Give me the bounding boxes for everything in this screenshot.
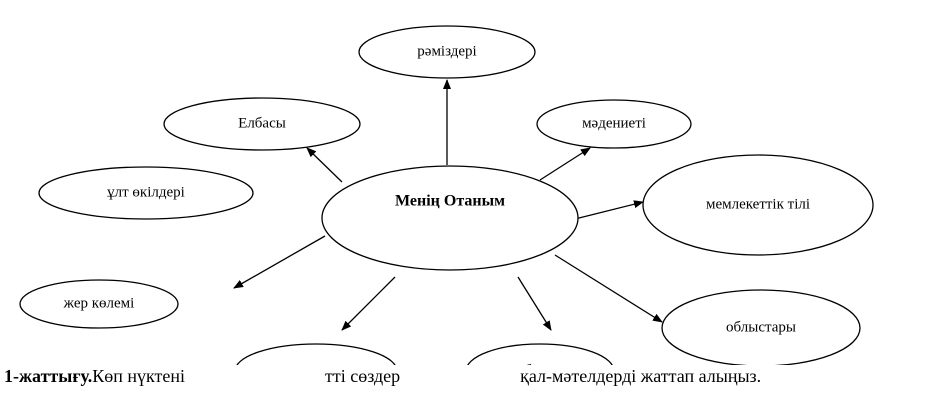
arrow-to-memlekettik-tili: [574, 200, 644, 220]
arrow-to-madenieti: [539, 147, 591, 181]
node-zher-kolemi: жер көлемі: [19, 279, 179, 329]
node-shekarasy: шекарасы: [236, 343, 396, 365]
arrow-to-shekarasy: [341, 276, 396, 331]
arrow-to-zher-kolemi: [233, 235, 326, 289]
node-ellipse-shekarasy: [236, 343, 396, 365]
exercise-number: 1-жаттығу.: [4, 366, 93, 386]
node-label-ramizderi: рәміздері: [417, 43, 476, 59]
exercise-caption: 1-жаттығу.Көп нүктені тті сөздер қал-мәтел…: [4, 366, 944, 387]
caption-text-part-3: қал-мәтелдерді жаттап алыңыз.: [520, 366, 762, 386]
node-ult-okilderi: ұлт өкілдері: [38, 166, 254, 220]
caption-text-part-2: тті сөздер: [324, 366, 401, 386]
node-label-oblystary: облыстары: [726, 319, 796, 335]
node-madenieti: мәдениеті: [536, 99, 692, 149]
node-ellipse-elbasy: [163, 97, 361, 151]
node-label-tabigaty: табиғаты: [511, 362, 569, 365]
node-label-madenieti: мәдениеті: [582, 115, 646, 131]
node-ellipse-ult-okilderi: [38, 166, 254, 220]
node-label-ult-okilderi: ұлт өкілдері: [107, 184, 185, 200]
node-label-zher-kolemi: жер көлемі: [63, 295, 135, 311]
arrow-to-tabigaty: [517, 276, 552, 331]
node-label-center: Менің Отаным: [395, 193, 505, 210]
arrow-to-oblystary: [554, 254, 663, 323]
node-ellipse-center: [321, 165, 579, 271]
node-ellipse-memlekettik-tili: [642, 154, 874, 256]
caption-text-part-1: Көп нүктені: [92, 366, 185, 386]
node-ellipse-tabigaty: [467, 343, 613, 365]
node-label-shekarasy: шекарасы: [285, 362, 348, 365]
node-ellipse-oblystary: [661, 289, 861, 365]
node-elbasy: Елбасы: [163, 97, 361, 151]
node-label-memlekettik-tili: мемлекеттік тілі: [706, 196, 810, 212]
node-ramizderi: рәміздері: [358, 25, 536, 79]
node-tabigaty: табиғаты: [467, 343, 613, 365]
node-ellipse-zher-kolemi: [19, 279, 179, 329]
connector-arrows: [233, 79, 663, 331]
node-memlekettik-tili: мемлекеттік тілі: [642, 154, 874, 256]
node-center: Менің Отаным: [321, 165, 579, 271]
node-ellipse-ramizderi: [358, 25, 536, 79]
node-label-elbasy: Елбасы: [238, 115, 286, 131]
arrow-to-elbasy: [306, 147, 343, 183]
node-oblystary: облыстары: [661, 289, 861, 365]
node-ellipse-madenieti: [536, 99, 692, 149]
